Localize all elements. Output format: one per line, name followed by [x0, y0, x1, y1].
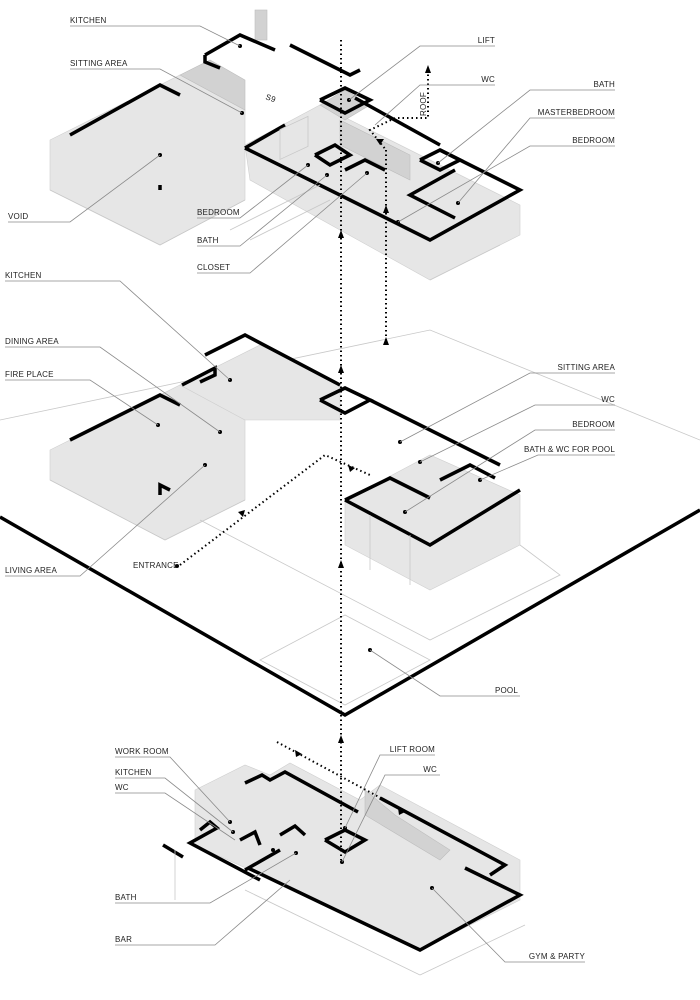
- kitchen-volume: [179, 59, 246, 111]
- arrow-icon: [295, 750, 302, 757]
- label-bath-wc-pool: BATH & WC FOR POOL: [524, 445, 615, 454]
- arrow-up-icon: [383, 337, 389, 345]
- living-volume: [49, 384, 246, 541]
- stair-mark: S9: [264, 92, 277, 104]
- label-work-room: WORK ROOM: [115, 747, 169, 756]
- bedroom-wing-volume: [344, 454, 521, 591]
- basement-stair-path: [276, 741, 441, 831]
- bedroom-wing-outer-wall: [244, 146, 524, 242]
- label-ground-bedroom: BEDROOM: [572, 420, 615, 429]
- stair-void: [339, 119, 411, 181]
- arrow-up-icon: [425, 65, 431, 73]
- site-boundary-top: [0, 329, 700, 441]
- void-volume: [49, 74, 246, 246]
- leader-lines: [5, 25, 615, 963]
- label-ground-sitting-area: SITTING AREA: [557, 363, 615, 372]
- label-lift-room: LIFT ROOM: [390, 745, 435, 754]
- label-masterbedroom: MASTERBEDROOM: [538, 108, 615, 117]
- label-gym-party: GYM & PARTY: [529, 952, 586, 961]
- label-upper-kitchen: KITCHEN: [70, 16, 107, 25]
- label-basement-wc-right: WC: [423, 765, 437, 774]
- arrow-icon: [348, 465, 355, 472]
- work-room-wall: [244, 770, 359, 814]
- arrow-up-icon: [338, 230, 344, 238]
- arrow-up-icon: [338, 365, 344, 373]
- label-roof: ROOF: [419, 92, 428, 116]
- arrow-down-icon: [376, 139, 384, 145]
- label-fire-place: FIRE PLACE: [5, 370, 54, 379]
- kitchen-wall: [204, 333, 341, 387]
- labels: KITCHEN SITTING AREA VOID BEDROOM BATH C…: [5, 16, 615, 961]
- label-entrance: ENTRANCE: [133, 561, 179, 570]
- chimney: [254, 9, 268, 41]
- label-living-area: LIVING AREA: [5, 566, 57, 575]
- void-wall: [69, 83, 181, 137]
- label-ground-wc: WC: [601, 395, 615, 404]
- kitchen-volume: [179, 344, 341, 421]
- label-upper-bath-right: BATH: [593, 80, 615, 89]
- label-upper-sitting-area: SITTING AREA: [70, 59, 128, 68]
- arrow-icon: [238, 510, 245, 517]
- label-bar: BAR: [115, 935, 132, 944]
- bedroom-wing-wall: [344, 488, 521, 548]
- label-basement-bath: BATH: [115, 893, 137, 902]
- upper-floor: S9: [49, 9, 524, 281]
- label-upper-bedroom-left: BEDROOM: [197, 208, 240, 217]
- arrow-up-icon: [338, 560, 344, 568]
- label-closet: CLOSET: [197, 263, 230, 272]
- label-upper-bath-left: BATH: [197, 236, 219, 245]
- basement: [162, 762, 526, 976]
- lift-room-wall: [324, 828, 369, 855]
- lift-wall: [319, 86, 374, 115]
- label-upper-wc: WC: [481, 75, 495, 84]
- label-lift: LIFT: [478, 36, 495, 45]
- terrace-outline: [199, 519, 561, 641]
- kitchen-wall: [204, 33, 276, 57]
- basement-volume: [194, 762, 521, 951]
- window-grid: [279, 115, 309, 161]
- label-pool: POOL: [495, 686, 518, 695]
- label-basement-kitchen: KITCHEN: [115, 768, 152, 777]
- roof-stair-path: [368, 70, 429, 151]
- arrow-icon: [398, 808, 405, 815]
- arrow-up-icon: [338, 735, 344, 743]
- label-upper-bedroom-right: BEDROOM: [572, 136, 615, 145]
- arrow-up-icon: [383, 205, 389, 213]
- label-void: VOID: [8, 212, 28, 221]
- gym-wall: [247, 866, 524, 952]
- label-basement-wc-left: WC: [115, 783, 129, 792]
- basement-stair: [364, 789, 451, 861]
- label-ground-kitchen: KITCHEN: [5, 271, 42, 280]
- wc-left-marker: [271, 848, 275, 852]
- ground-floor: [0, 329, 700, 718]
- circulation-arrows: [179, 40, 441, 860]
- site-boundary: [0, 508, 700, 718]
- bedroom-wing-volume: [244, 104, 521, 281]
- entrance-marker: [175, 564, 179, 568]
- label-dining-area: DINING AREA: [5, 337, 59, 346]
- pool-outline: [259, 614, 431, 706]
